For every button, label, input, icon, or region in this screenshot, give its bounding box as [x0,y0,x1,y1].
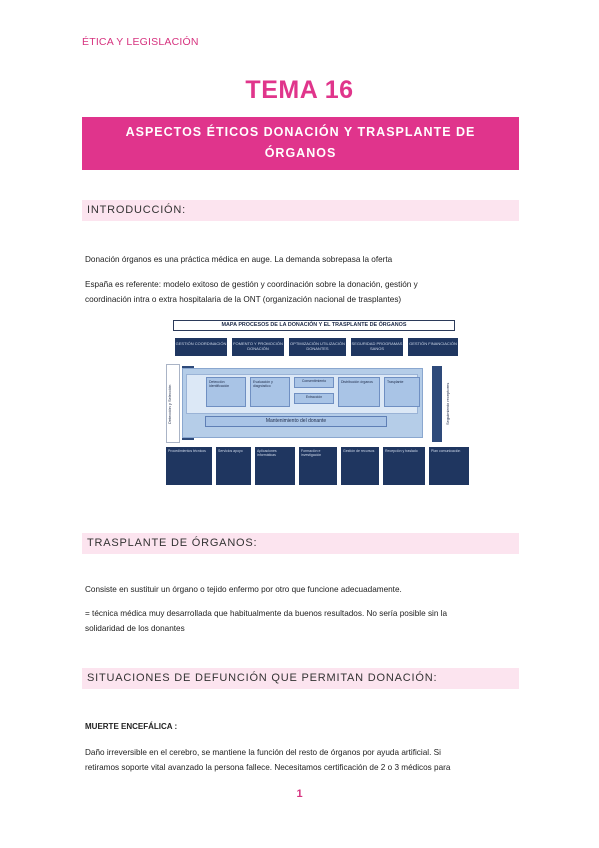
trasplante-paragraph-2-line-1: = técnica médica muy desarrollada que ha… [85,609,448,618]
diagram-step-6: Trasplante [384,377,420,407]
trasplante-paragraph-1: Consiste en sustituir un órgano o tejido… [85,585,402,594]
document-header: ÉTICA Y LEGISLACIÓN [82,36,199,48]
diagram-top-box-1: GESTIÓN COORDINACIÓN [175,338,227,356]
diagram-step-2: Evaluación y diagnóstico [250,377,290,407]
diagram-right-label: Seguimiento receptores [445,382,450,425]
topic-banner: ASPECTOS ÉTICOS DONACIÓN Y TRASPLANTE DE… [82,117,519,170]
diagram-bottom-box-3: Aplicaciones informáticas [255,447,295,485]
intro-paragraph-2-line-1: España es referente: modelo exitoso de g… [85,280,418,289]
intro-paragraph-2: España es referente: modelo exitoso de g… [85,277,510,307]
diagram-top-box-4: SEGURIDAD PROGRAMAS SANOS [351,338,403,356]
diagram-step-4: Extracción [294,393,334,404]
diagram-title: MAPA PROCESOS DE LA DONACIÓN Y EL TRASPL… [173,320,455,331]
situaciones-paragraph-1-line-2: retiramos soporte vital avanzado la pers… [85,763,451,772]
diagram-mantenimiento: Mantenimiento del donante [205,416,387,427]
situaciones-paragraph-1: Daño irreversible en el cerebro, se mant… [85,745,510,775]
diagram-bottom-box-5: Gestión de recursos [341,447,379,485]
intro-paragraph-1: Donación órganos es una práctica médica … [85,255,393,264]
diagram-step-5: Distribución órganos [338,377,380,407]
banner-line-2: ÓRGANOS [264,146,337,160]
section-heading-introduccion: INTRODUCCIÓN: [82,200,519,221]
banner-line-1: ASPECTOS ÉTICOS DONACIÓN Y TRASPLANTE DE [125,125,476,139]
subheading-muerte-encefalica: MUERTE ENCEFÁLICA : [85,722,178,731]
intro-paragraph-2-line-2: coordinación intra o extra hospitalaria … [85,295,402,304]
diagram-bottom-box-6: Recepción y traslado [383,447,425,485]
diagram-bottom-box-7: Plan comunicación [429,447,469,485]
diagram-top-box-5: GESTIÓN FINANCIACIÓN [408,338,458,356]
diagram-bottom-box-4: Formación e investigación [299,447,337,485]
diagram-top-box-3: OPTIMIZACIÓN UTILIZACIÓN DONANTES [289,338,346,356]
diagram-bottom-box-2: Servicios apoyo [216,447,251,485]
diagram-bottom-box-1: Procedimientos técnicos [166,447,212,485]
diagram-top-box-2: FOMENTO Y PROMOCIÓN DONACIÓN [232,338,284,356]
diagram-step-1: Detección identificación [206,377,246,407]
diagram-right-bar [432,366,442,442]
section-heading-trasplante: TRASPLANTE DE ÓRGANOS: [82,533,519,554]
section-heading-situaciones: SITUACIONES DE DEFUNCIÓN QUE PERMITAN DO… [82,668,519,689]
process-map-diagram: MAPA PROCESOS DE LA DONACIÓN Y EL TRASPL… [166,319,471,486]
diagram-left-label: Detección y Selección [167,384,172,424]
diagram-left-frame [166,364,180,443]
diagram-step-3: Consentimiento [294,377,334,388]
page-number: 1 [296,788,303,800]
trasplante-paragraph-2-line-2: solidaridad de los donantes [85,624,185,633]
situaciones-paragraph-1-line-1: Daño irreversible en el cerebro, se mant… [85,748,441,757]
trasplante-paragraph-2: = técnica médica muy desarrollada que ha… [85,606,510,636]
document-title: TEMA 16 [245,76,354,104]
